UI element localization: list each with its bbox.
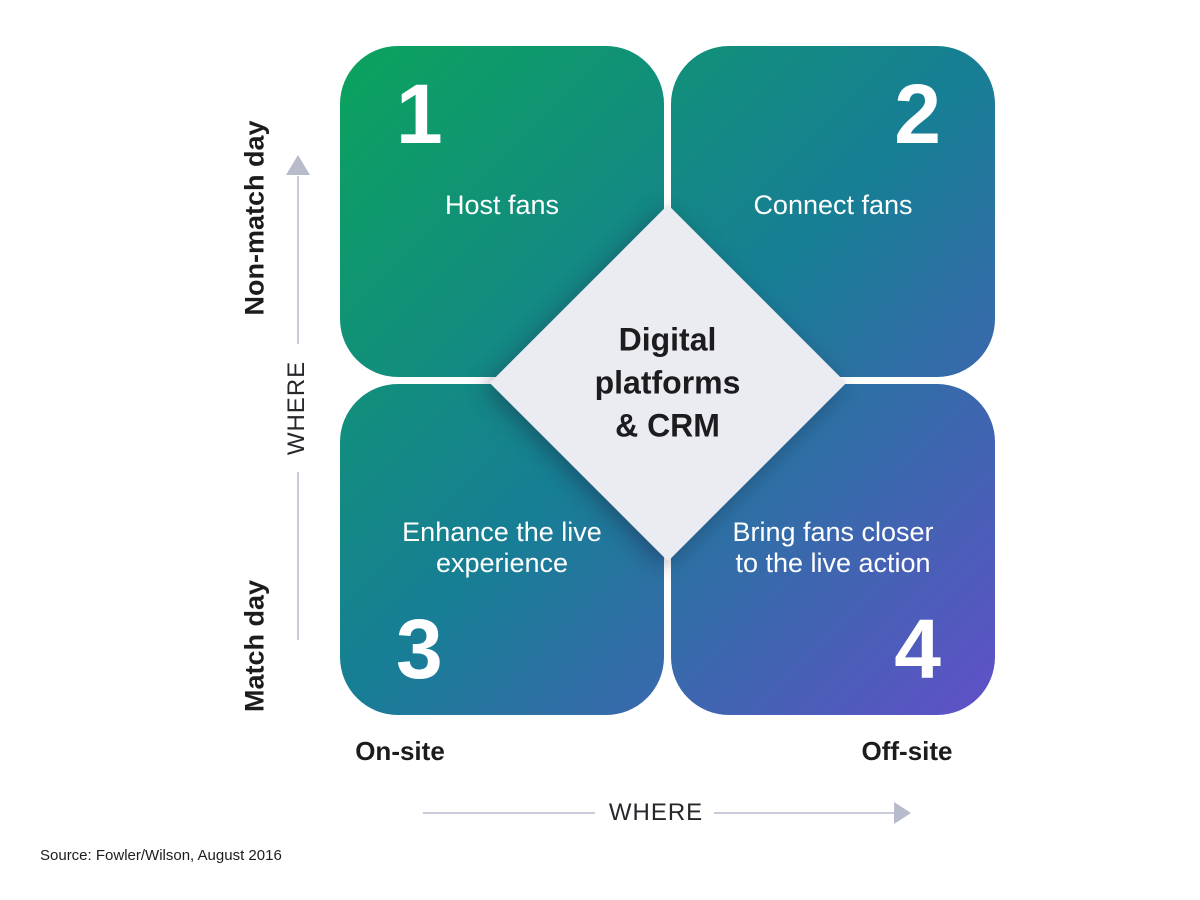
quadrant-3-label: Enhance the live experience	[340, 517, 664, 579]
quadrant-3-number: 3	[396, 602, 443, 696]
x-axis-title: WHERE	[608, 799, 704, 826]
x-axis-line-right	[714, 812, 894, 814]
quadrant-2-label: Connect fans	[671, 190, 995, 221]
center-title-line-2: platforms	[594, 364, 741, 400]
center-diamond-title: Digital platforms & CRM	[538, 318, 798, 447]
quadrant-4-label-line-1: Bring fans closer	[732, 517, 934, 547]
quadrant-1-label: Host fans	[340, 190, 664, 221]
y-axis-bottom-label: Match day	[239, 579, 270, 713]
y-axis-top-label: Non-match day	[239, 120, 270, 316]
quadrant-4-number: 4	[894, 602, 941, 696]
x-axis-line-left	[423, 812, 595, 814]
quadrant-1-number: 1	[396, 67, 443, 161]
quadrant-1-host-fans: 1 Host fans	[340, 46, 664, 377]
y-axis-line-lower	[297, 472, 299, 640]
y-axis-line-upper	[297, 176, 299, 344]
quadrant-4-label-line-2: to the live action	[735, 548, 931, 578]
up-arrow-icon	[286, 155, 310, 175]
quadrant-2-number: 2	[894, 67, 941, 161]
quadrant-1-label-line: Host fans	[444, 190, 560, 220]
quadrant-2-label-line: Connect fans	[753, 190, 913, 220]
source-note: Source: Fowler/Wilson, August 2016	[40, 847, 282, 864]
quadrant-3-label-line-2: experience	[435, 548, 569, 578]
x-axis-right-label: Off-site	[861, 736, 953, 766]
quadrant-4-label: Bring fans closer to the live action	[671, 517, 995, 579]
center-title-line-3: & CRM	[615, 407, 720, 443]
quadrant-matrix: 1 Host fans 2 Connect fans 3 Enhance the…	[340, 46, 995, 715]
center-title-line-1: Digital	[618, 321, 717, 357]
quadrant-3-label-line-1: Enhance the live	[402, 517, 602, 547]
x-axis-left-label: On-site	[355, 736, 445, 766]
y-axis-title: WHERE	[283, 360, 310, 456]
right-arrow-icon	[894, 802, 911, 824]
